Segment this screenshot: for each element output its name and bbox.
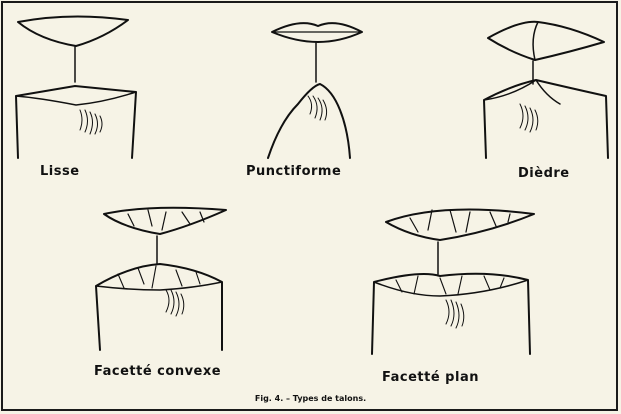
label-facette-plan: Facetté plan [382,370,479,385]
facette-convexe-platform [104,208,226,234]
talon-facette-convexe [96,208,226,350]
facette-convexe-flake [96,264,222,350]
facette-plan-platform [386,210,534,241]
talon-punctiforme [268,23,362,158]
talon-lisse [16,16,136,158]
facette-plan-bulb-hatching [446,300,464,328]
label-punctiforme: Punctiforme [246,164,341,179]
talon-diedre [484,22,608,158]
lisse-platform [18,16,128,46]
label-diedre: Dièdre [518,166,570,181]
lisse-bulb-hatching [80,110,102,134]
label-lisse: Lisse [40,164,80,179]
diedre-platform [488,22,604,60]
label-facette-convexe: Facetté convexe [94,364,221,379]
diedre-bulb-hatching [520,104,538,132]
talon-facette-plan [372,210,534,355]
figure-caption: Fig. 4. – Types de talons. [0,394,621,403]
diedre-flake [484,80,608,158]
punctiforme-bulb-hatching [308,96,327,120]
punctiforme-flake [268,84,350,158]
facette-convexe-bulb-hatching [166,290,184,316]
